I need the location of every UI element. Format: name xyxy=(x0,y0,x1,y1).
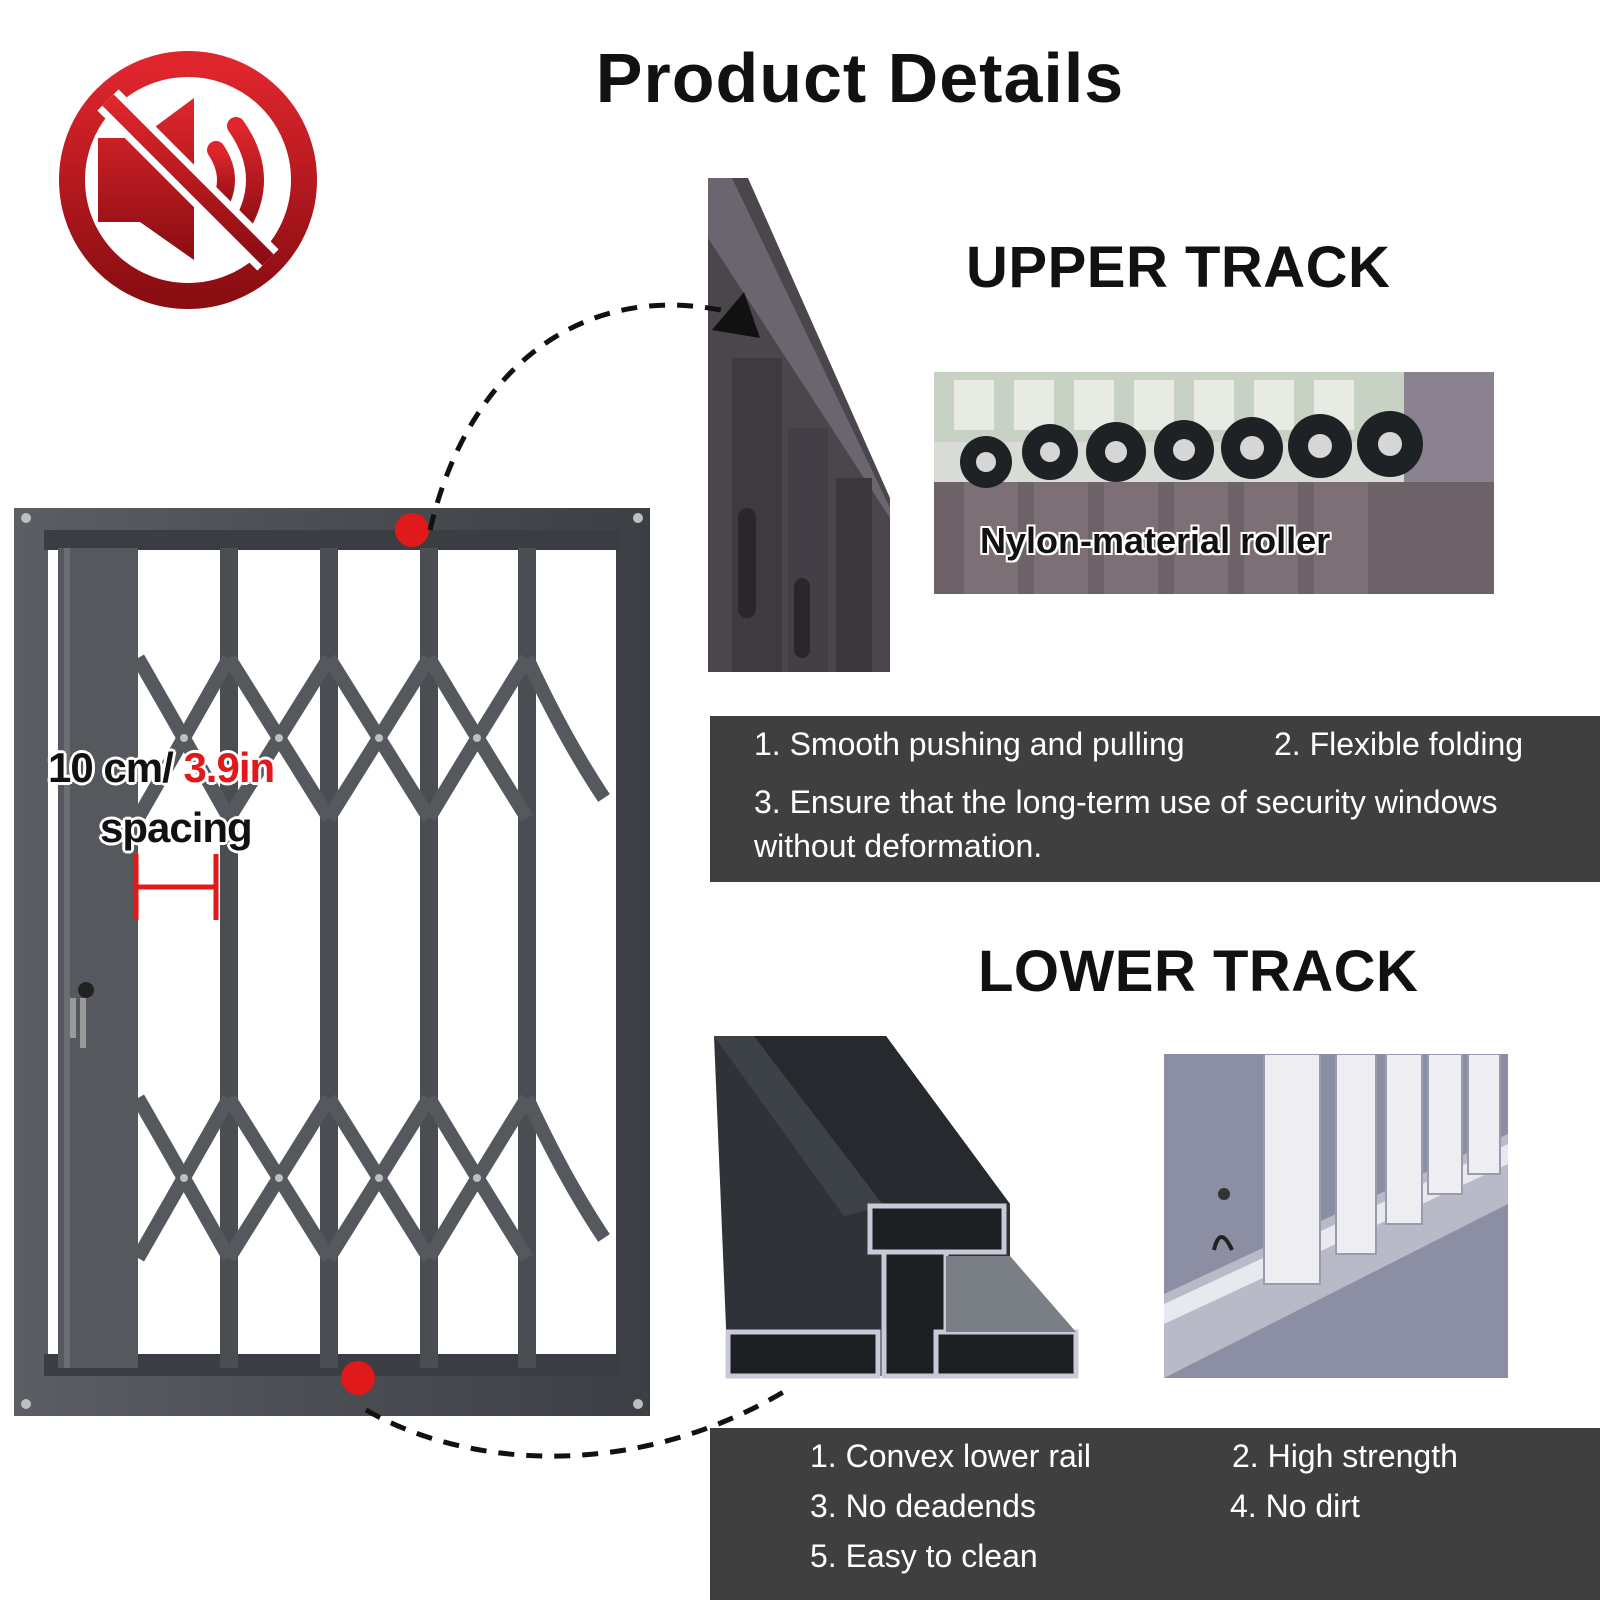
nylon-roller-photo xyxy=(934,372,1494,594)
feature-item: 5. Easy to clean xyxy=(810,1538,1038,1574)
feature-item: 2. High strength xyxy=(1232,1438,1458,1474)
feature-item: 2. Flexible folding xyxy=(1274,726,1524,762)
upper-track-features: 1. Smooth pushing and pulling 2. Flexibl… xyxy=(710,716,1600,882)
security-gate-image xyxy=(14,508,650,1416)
upper-track-photo xyxy=(708,178,890,672)
lower-track-features: 1. Convex lower rail 2. High strength 3.… xyxy=(710,1428,1600,1600)
lower-slide-photo xyxy=(1164,1054,1508,1378)
muted-speaker-icon xyxy=(59,51,317,309)
spacing-label: spacing xyxy=(100,804,253,851)
spacing-imperial: 3.9in xyxy=(183,744,275,791)
upper-track-heading: UPPER TRACK xyxy=(966,235,1391,300)
feature-item: 1. Smooth pushing and pulling xyxy=(754,726,1185,762)
feature-item: 3. No deadends xyxy=(810,1488,1036,1524)
feature-item: 3. Ensure that the long-term use of secu… xyxy=(754,784,1498,820)
spacing-measurement: 10 cm/ 3.9in xyxy=(48,744,275,792)
lower-rail-profile-photo xyxy=(714,1036,1090,1396)
roller-label: Nylon-material roller xyxy=(980,520,1331,561)
feature-item: 1. Convex lower rail xyxy=(810,1438,1091,1474)
upper-connector-line xyxy=(427,302,731,531)
lower-track-heading: LOWER TRACK xyxy=(978,939,1419,1004)
feature-item: 4. No dirt xyxy=(1230,1488,1360,1524)
spacing-metric: 10 cm/ xyxy=(48,744,184,791)
feature-item: without deformation. xyxy=(754,828,1043,864)
page-title: Product Details xyxy=(595,39,1125,117)
